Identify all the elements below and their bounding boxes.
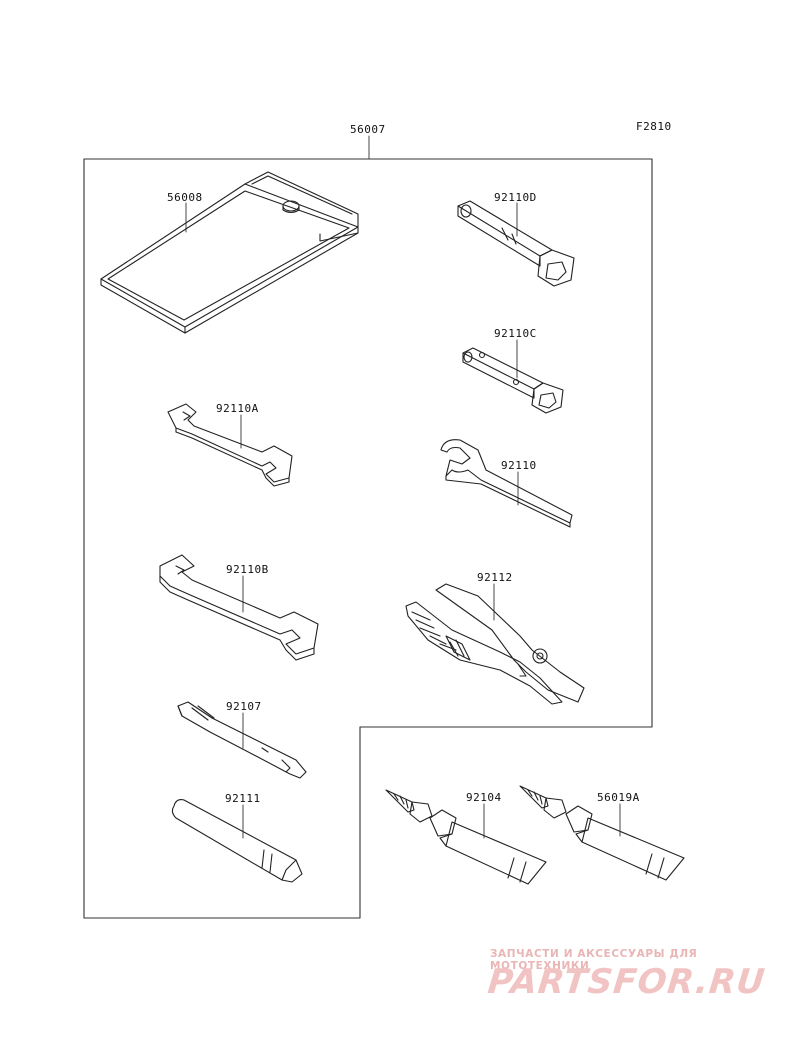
part-number-box-wrench-c: 92110C: [494, 327, 537, 340]
watermark-logo: PARTSFOR.RU: [485, 962, 768, 1002]
wrench-b-illustration: [159, 554, 319, 661]
wrench-a-illustration: [167, 403, 293, 487]
screwdriver-illustration: [177, 701, 307, 779]
watermark-tagline: ЗАПЧАСТИ И АКСЕССУАРЫ ДЛЯ МОТОТЕХНИКИ: [490, 948, 698, 972]
part-number-grease-tube: 92104: [466, 791, 502, 804]
part-number-pliers: 92112: [477, 571, 513, 584]
box-wrench-c-illustration: [462, 347, 564, 414]
kit-outline: [83, 158, 653, 919]
handle-illustration: [171, 799, 303, 883]
part-number-sealant-tube: 56019A: [597, 791, 640, 804]
tool-bag-illustration: [100, 171, 359, 334]
leader-lines: [185, 135, 621, 839]
figure-code: F2810: [636, 120, 672, 133]
part-number-screwdriver: 92107: [226, 700, 262, 713]
sealant-tube-illustration: [519, 785, 685, 881]
part-number-kit: 56007: [350, 123, 386, 136]
hook-wrench-illustration: [440, 439, 573, 528]
part-number-bag: 56008: [167, 191, 203, 204]
part-number-box-wrench-d: 92110D: [494, 191, 537, 204]
pliers-illustration: [405, 583, 585, 705]
grease-tube-illustration: [385, 789, 547, 885]
part-number-wrench-b: 92110B: [226, 563, 269, 576]
part-number-hook-wrench: 92110: [501, 459, 537, 472]
part-number-wrench-a: 92110A: [216, 402, 259, 415]
box-wrench-d-illustration: [457, 200, 575, 287]
part-number-handle: 92111: [225, 792, 261, 805]
